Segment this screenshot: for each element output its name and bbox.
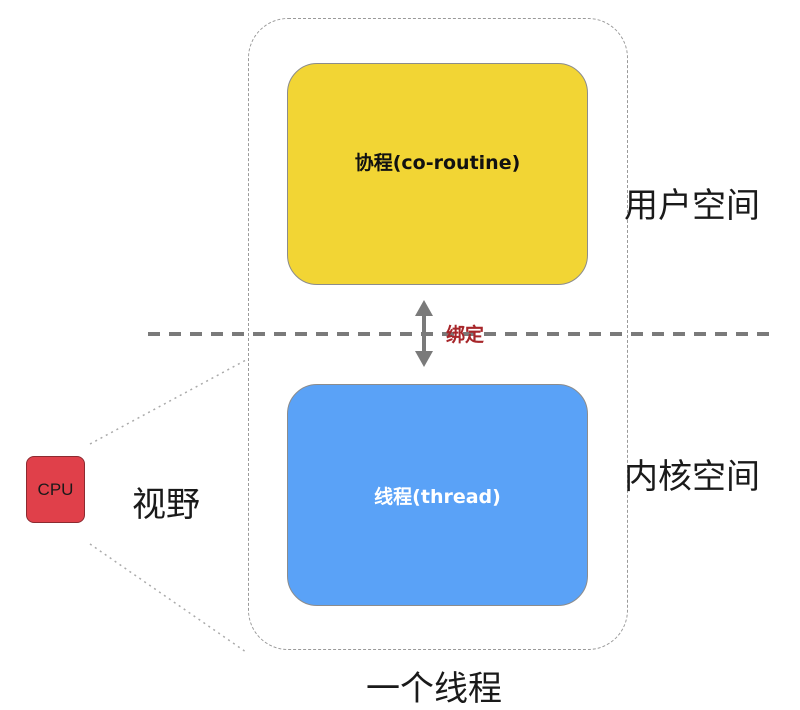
coroutine-box: 协程(co-routine) [287, 63, 588, 285]
bind-label: 绑定 [446, 324, 485, 346]
one-thread-label: 一个线程 [366, 669, 502, 709]
thread-boundary [248, 18, 628, 650]
cpu-box: CPU [26, 456, 85, 523]
view-label: 视野 [132, 485, 200, 525]
thread-label: 线程(thread) [374, 485, 501, 508]
kernel-space-label: 内核空间 [624, 457, 760, 497]
user-space-label: 用户空间 [624, 186, 760, 226]
coroutine-label: 协程(co-routine) [354, 151, 521, 174]
view-line-bottom [89, 543, 247, 653]
cpu-label: CPU [37, 479, 74, 499]
view-line-top [89, 359, 247, 445]
thread-box: 线程(thread) [287, 384, 588, 606]
